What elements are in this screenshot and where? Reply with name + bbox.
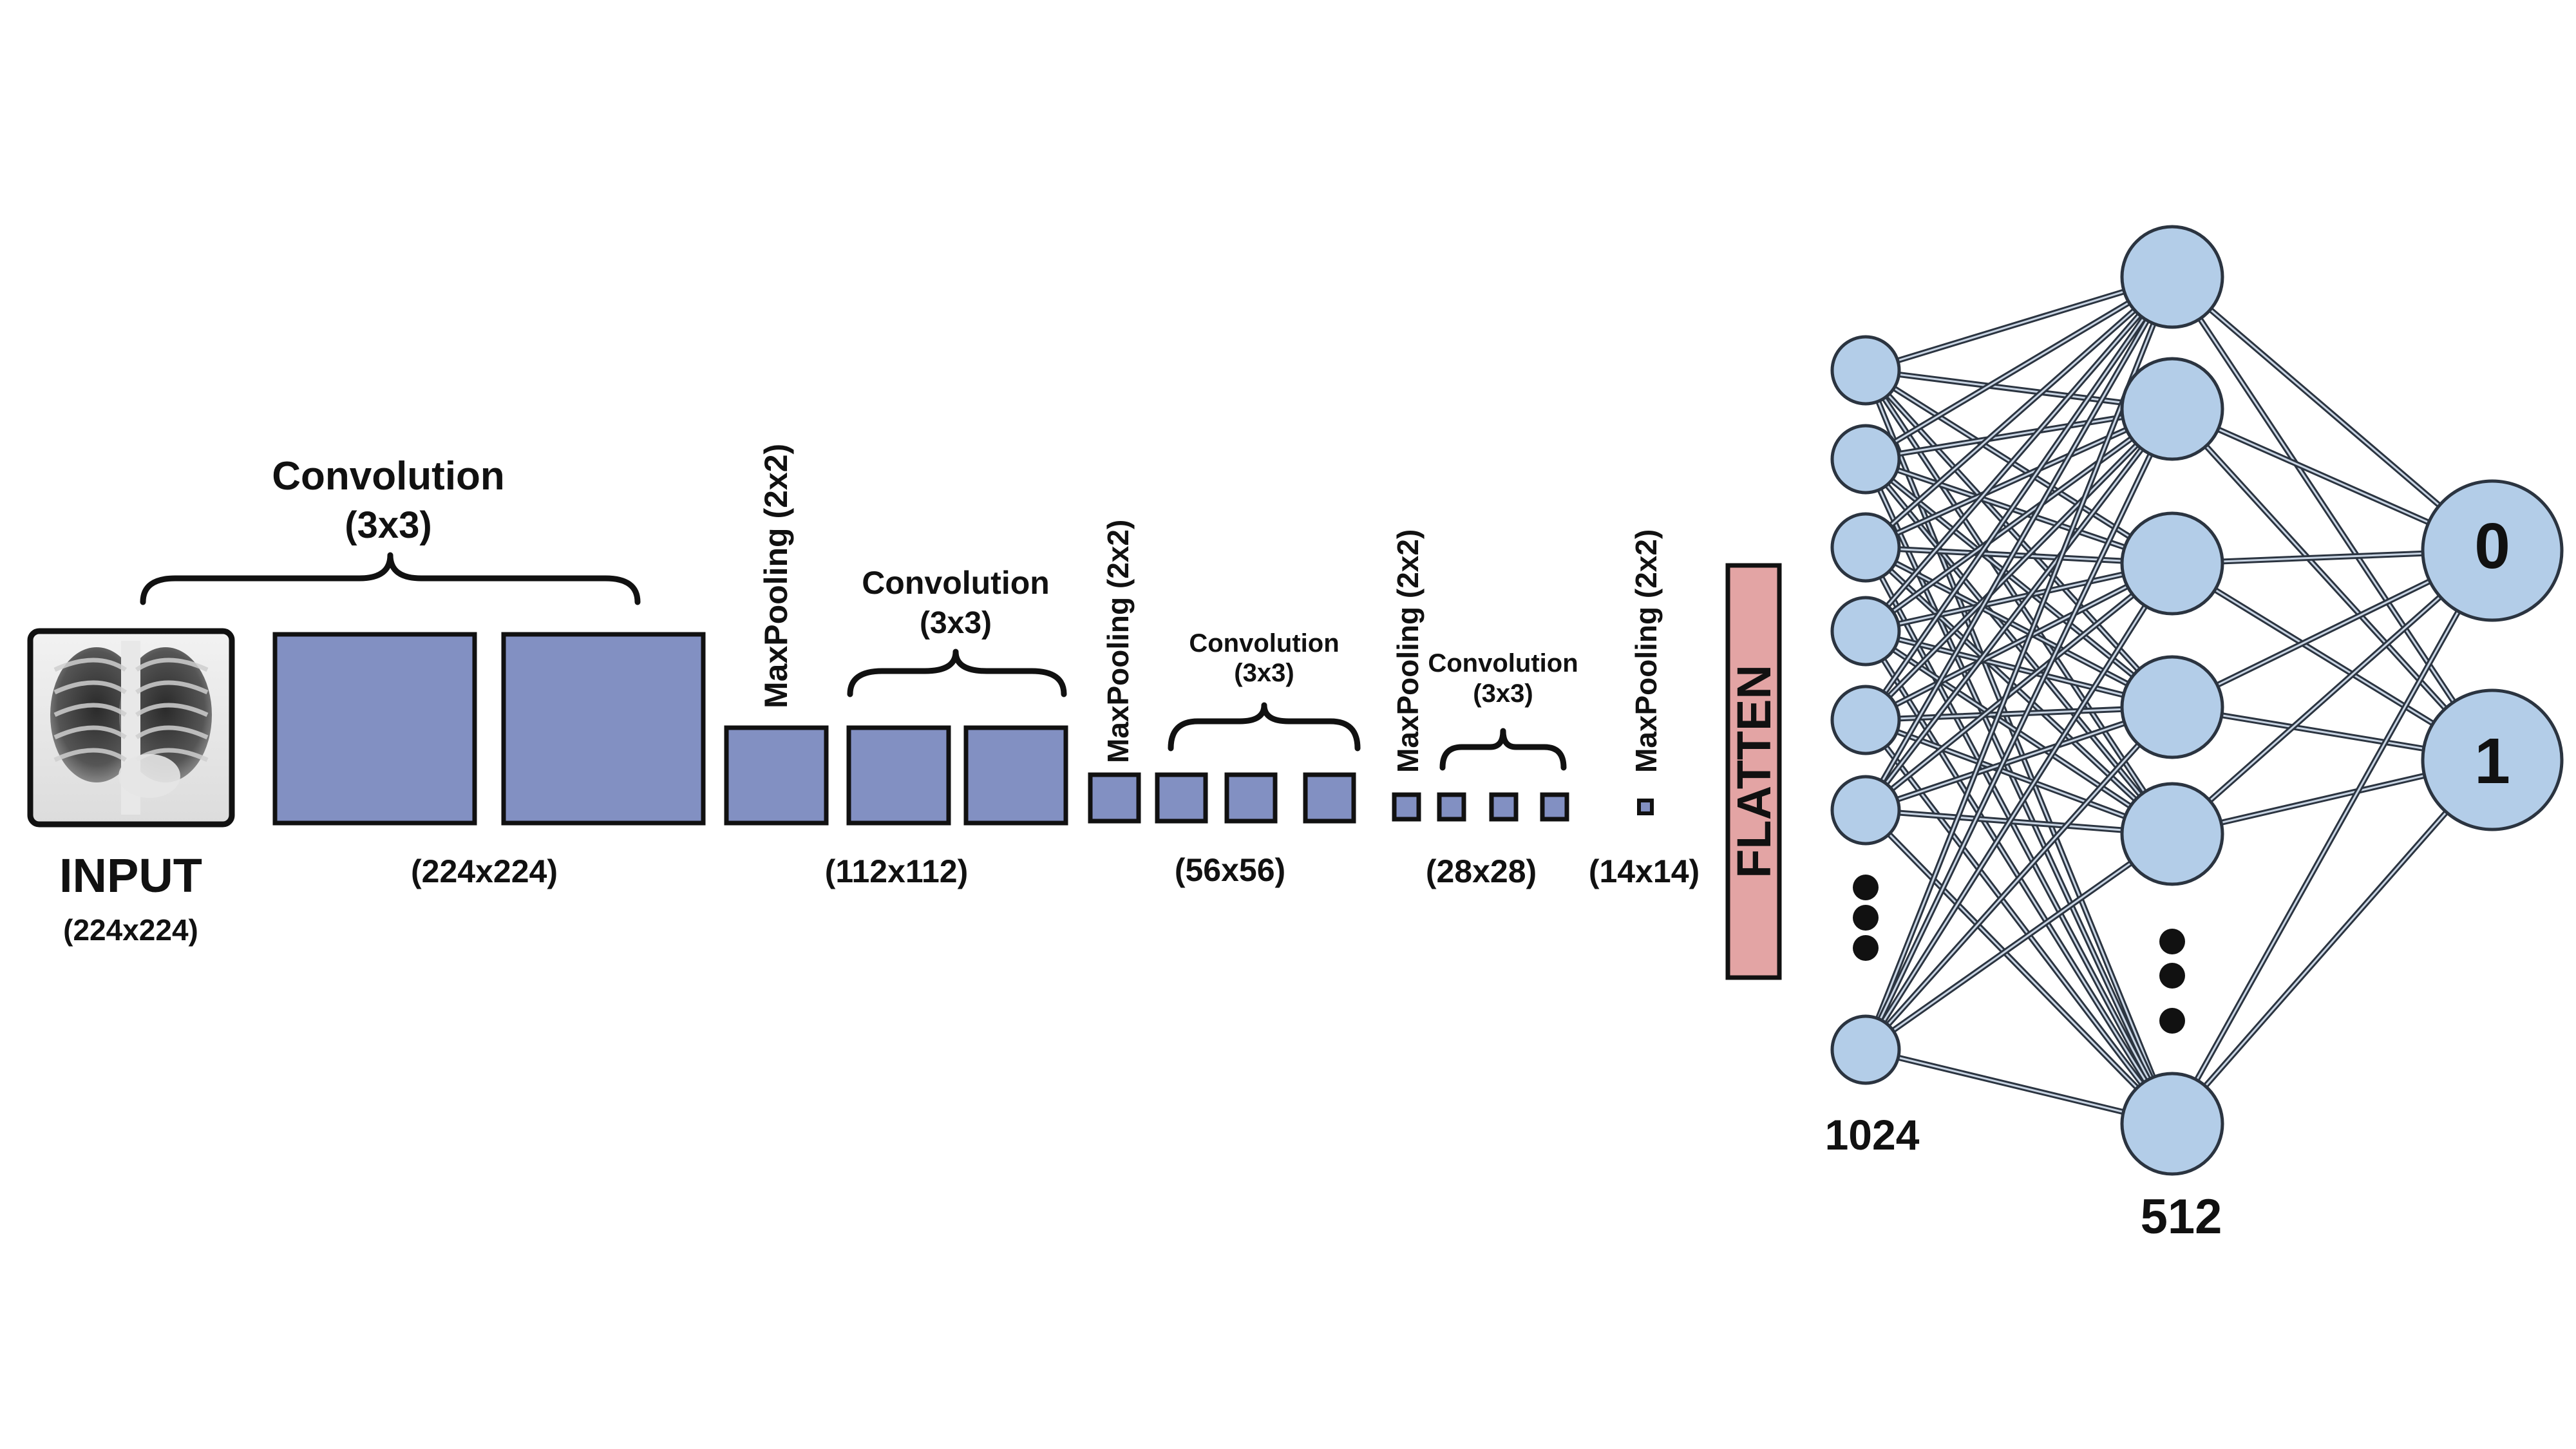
feature-map-28-b (1489, 792, 1519, 822)
input-layer-size: 1024 (1825, 1111, 1920, 1159)
edge-hid0-out1 (2169, 274, 2496, 763)
feature-map-224-a (272, 632, 477, 826)
edge-in4-hid1 (1862, 406, 2175, 723)
feature-map-224-b (501, 632, 706, 826)
output-label-0: 0 (2474, 510, 2510, 582)
output-neuron-0 (2421, 479, 2564, 622)
edge-hid5-out1 (2169, 757, 2496, 1127)
edge-hid5-out0 (2169, 547, 2496, 1127)
conv-kernel-4: (3x3) (1473, 679, 1533, 708)
edge-in6-hid1 (1862, 406, 2175, 1053)
edge-in5-hid5 (1862, 807, 2175, 1127)
feature-map-56-b (1224, 772, 1278, 824)
edge-in5-hid2 (1862, 560, 2175, 813)
feature-map-28-c (1540, 792, 1569, 822)
size-label-14: (14x14) (1589, 853, 1700, 889)
pooled-map-28 (1392, 792, 1421, 822)
input-neuron-1 (1830, 424, 1901, 495)
input-neuron-6 (1830, 1014, 1901, 1085)
conv-kernel-3: (3x3) (1234, 659, 1294, 687)
conv-brace-4 (1439, 728, 1567, 771)
edge-in6-hid5 (1862, 1046, 2175, 1127)
edge-in3-hid0 (1862, 274, 2175, 634)
feature-map-112-a (846, 725, 951, 826)
edge-in5-hid3 (1862, 704, 2175, 813)
maxpool-label-4: MaxPooling (2x2) (1629, 529, 1663, 773)
conv-kernel-2: (3x3) (920, 606, 992, 640)
conv-title-4: Convolution (1428, 649, 1578, 677)
conv-brace-1 (140, 552, 641, 605)
connection-lines (1862, 274, 2496, 1127)
hidden-layer-ellipsis (2159, 929, 2185, 1034)
edge-in0-hid4 (1862, 367, 2175, 837)
maxpool-label-3: MaxPooling (2x2) (1391, 529, 1425, 773)
output-neuron-1 (2421, 688, 2564, 831)
hidden-neuron-2 (2120, 511, 2224, 616)
input-size-label: (224x224) (63, 913, 198, 947)
size-label-56: (56x56) (1175, 852, 1285, 888)
feature-map-28-a (1437, 792, 1466, 822)
neurons (1830, 225, 2564, 1176)
input-neuron-3 (1830, 596, 1901, 667)
hidden-neuron-5 (2120, 1072, 2224, 1176)
feature-map-56-c (1303, 772, 1356, 824)
pooled-map-112 (724, 725, 829, 826)
feature-map-56-a (1155, 772, 1208, 824)
flatten-label: FLATTEN (1727, 665, 1781, 878)
edge-in6-hid4 (1862, 831, 2175, 1053)
feature-map-112-b (963, 725, 1068, 826)
edge-in2-hid1 (1862, 406, 2175, 551)
edge-hid4-out0 (2169, 547, 2496, 837)
maxpool-label-2: MaxPooling (2x2) (1101, 520, 1135, 763)
edge-in4-hid0 (1862, 274, 2175, 723)
size-label-224: (224x224) (411, 853, 558, 889)
input-neuron-2 (1830, 512, 1901, 583)
maxpool-label-1: MaxPooling (2x2) (758, 444, 794, 708)
edge-in0-hid5 (1862, 367, 2175, 1127)
hidden-neuron-3 (2120, 655, 2224, 759)
pooled-map-14 (1637, 799, 1654, 815)
edge-hid1-out1 (2169, 406, 2496, 763)
hidden-neuron-1 (2120, 357, 2224, 461)
input-neuron-5 (1830, 775, 1901, 846)
conv-title-1: Convolution (272, 454, 505, 498)
edge-in5-hid0 (1862, 274, 2175, 813)
conv-title-3: Convolution (1189, 629, 1339, 658)
edge-in5-hid1 (1862, 406, 2175, 813)
input-neuron-4 (1830, 685, 1901, 755)
input-layer-ellipsis (1853, 875, 1879, 961)
edge-in0-hid0 (1862, 274, 2175, 374)
conv-kernel-1: (3x3) (345, 504, 431, 546)
size-label-112: (112x112) (825, 853, 968, 889)
hidden-layer-size: 512 (2141, 1189, 2222, 1244)
edge-in6-hid2 (1862, 560, 2175, 1053)
input-neuron-0 (1830, 335, 1901, 406)
edge-in6-hid3 (1862, 704, 2175, 1053)
hidden-neuron-0 (2120, 225, 2224, 329)
edge-in1-hid2 (1862, 456, 2175, 567)
edge-in4-hid5 (1862, 717, 2175, 1127)
flatten-block (1725, 563, 1782, 980)
edge-in3-hid1 (1862, 406, 2175, 634)
edge-in4-hid2 (1862, 560, 2175, 723)
pooled-map-56 (1088, 772, 1141, 824)
output-label-1: 1 (2474, 725, 2510, 797)
conv-brace-2 (847, 649, 1067, 697)
conv-brace-3 (1168, 702, 1361, 752)
edge-in0-hid2 (1862, 367, 2175, 567)
edge-in1-hid0 (1862, 274, 2175, 462)
edge-in2-hid0 (1862, 274, 2175, 551)
dense-network (1830, 225, 2564, 1176)
edge-in3-hid2 (1862, 560, 2175, 634)
size-label-28: (28x28) (1426, 853, 1537, 889)
conv-title-2: Convolution (862, 565, 1050, 601)
input-title: INPUT (59, 849, 202, 902)
hidden-neuron-4 (2120, 782, 2224, 886)
input-xray-image (27, 628, 235, 828)
